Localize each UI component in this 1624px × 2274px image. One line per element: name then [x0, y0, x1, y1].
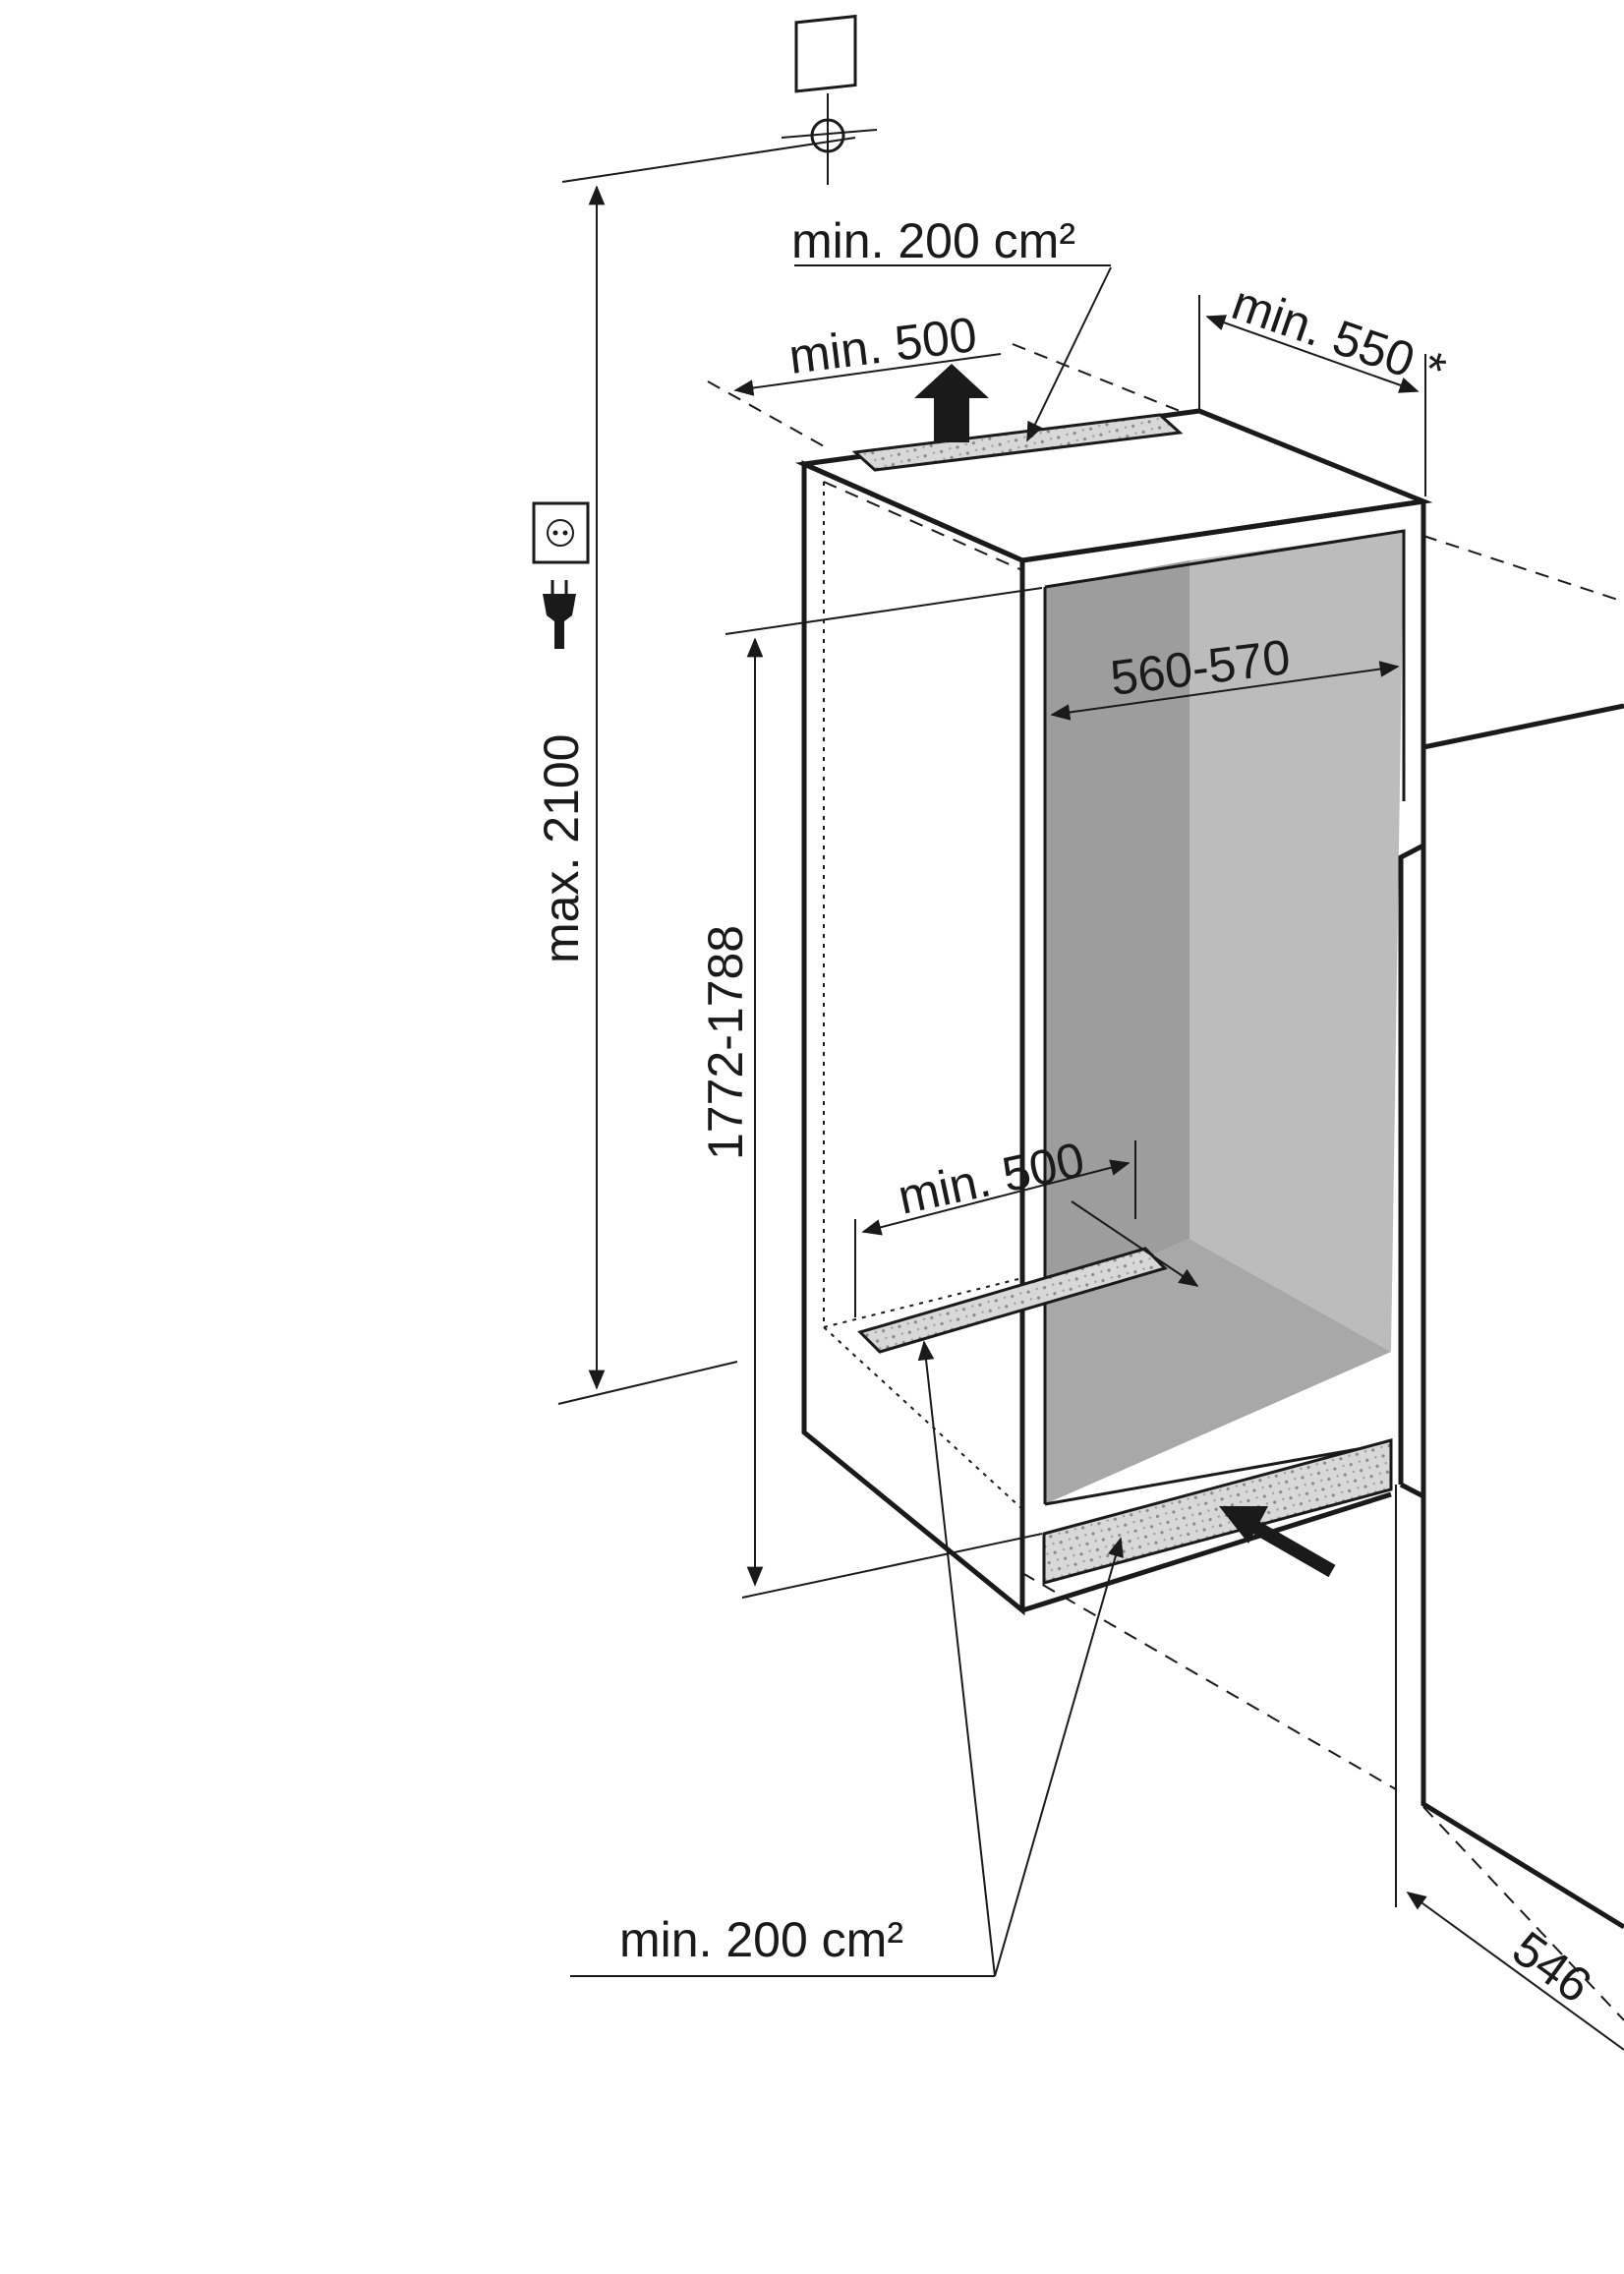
appliance-body: [1021, 535, 1624, 2021]
power-socket-icon: [532, 501, 590, 564]
air-flow-in-arrow-icon: [1219, 1506, 1336, 1578]
bottom-vent-slot-inner: [857, 1247, 1168, 1354]
top-vent-area-callout: min. 200 cm²: [791, 213, 1112, 442]
top-vent-area-label: min. 200 cm²: [791, 213, 1075, 268]
max-height-label: max. 2100: [534, 734, 589, 963]
mounting-point-icon: [781, 14, 878, 185]
bottom-vent-area-callout: min. 200 cm²: [570, 1340, 1124, 1977]
bottom-vent-slot-front: [1042, 1438, 1393, 1585]
niche-height-label: 1772-1788: [698, 925, 753, 1160]
niche-back-light: [1189, 531, 1404, 1352]
niche-back-dark: [1045, 560, 1189, 1303]
max-height-dimension: max. 2100: [534, 137, 856, 1405]
power-plug-icon: [543, 580, 576, 649]
appliance-depth-label: 546: [1503, 1921, 1601, 2013]
niche-height-dimension: 1772-1788: [698, 587, 1043, 1599]
bottom-vent-area-label: min. 200 cm²: [619, 1912, 903, 1967]
air-flow-up-arrow-icon: [914, 364, 989, 442]
cabinet-niche: [794, 408, 1433, 1616]
depth-label: min. 550 *: [1225, 274, 1452, 398]
top-vent-slot: [851, 413, 1184, 472]
appliance-depth-dimension: 546: [1406, 1892, 1624, 2051]
